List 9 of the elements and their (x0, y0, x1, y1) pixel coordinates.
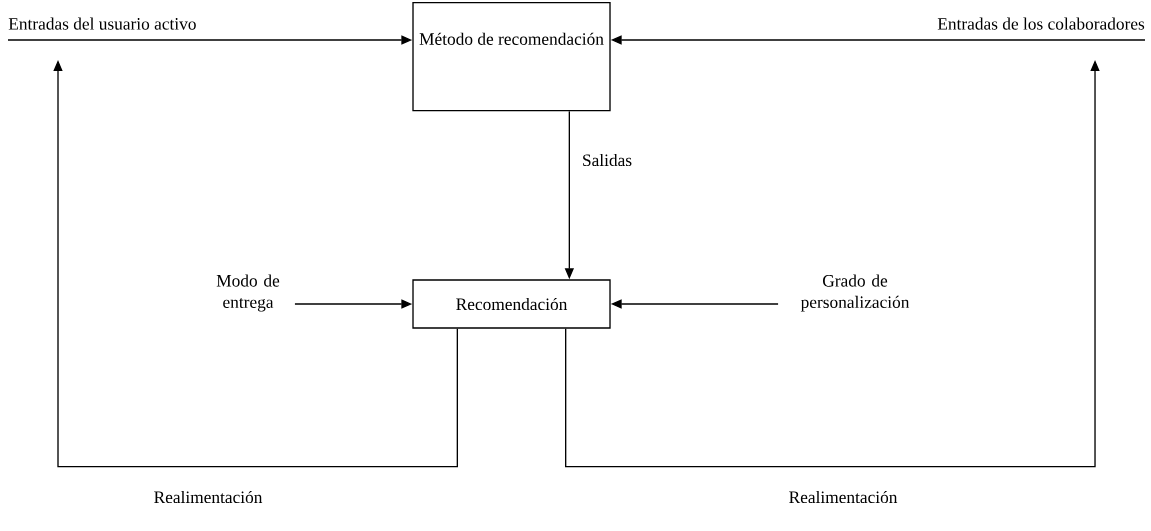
edge-label: Realimentación (152, 489, 264, 505)
edge-label: Realimentación (787, 489, 899, 505)
input-label: Entradas del usuario activo (8, 17, 196, 30)
process-box: Método de recomendación (412, 2, 611, 112)
input-label: Entradas de los colaboradores (937, 17, 1145, 30)
process-box: Recomendación (412, 279, 611, 329)
edge-label: Salidas (580, 152, 634, 168)
input-label: Grado de personalización (800, 274, 910, 312)
input-label: Modo de entrega (216, 274, 280, 312)
